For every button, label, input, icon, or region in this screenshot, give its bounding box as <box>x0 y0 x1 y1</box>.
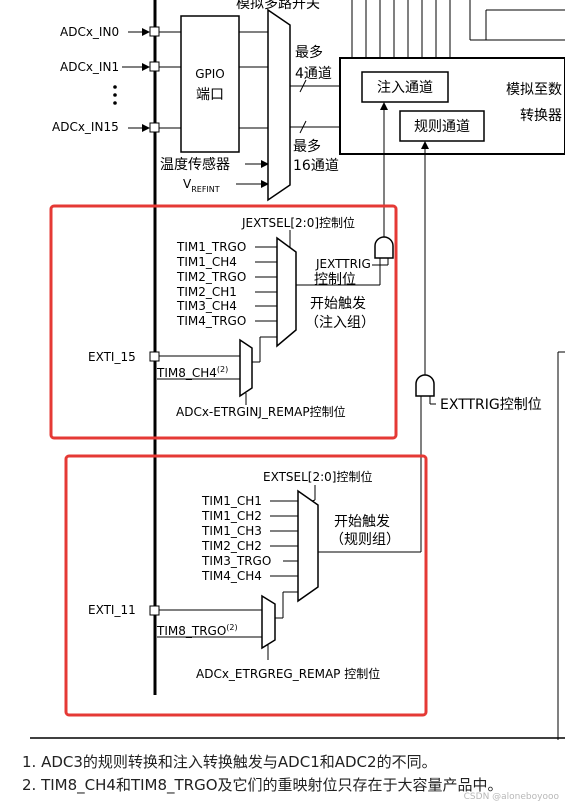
jexttrig-and-gate <box>374 236 394 259</box>
svg-text:ADCx_IN0: ADCx_IN0 <box>60 25 119 39</box>
analog-mux-shape <box>267 8 291 202</box>
jexttrig-label: JEXTTRIG <box>315 257 371 271</box>
injected-source-lines <box>255 246 277 362</box>
regular-max-label-1: 最多 <box>293 138 321 155</box>
gpio-port-label: 端口 <box>196 87 224 103</box>
svg-text:ADCx_IN1: ADCx_IN1 <box>60 60 119 74</box>
analog-input-in1: ADCx_IN1 <box>60 60 181 74</box>
analog-input-in0: ADCx_IN0 <box>60 25 181 39</box>
footnote-2: 2. TIM8_CH4和TIM8_TRGO及它们的重映射位只存在于大容量产品中。 <box>22 776 503 794</box>
analog-input-in15: ADCx_IN15 <box>52 120 181 134</box>
svg-text:ADCx_IN15: ADCx_IN15 <box>52 120 119 134</box>
adc-label-2: 转换器 <box>520 107 562 124</box>
etrginj-remap-label: ADCx-ETRGINJ_REMAP控制位 <box>176 404 346 419</box>
svg-text:TIM4_CH4: TIM4_CH4 <box>201 569 262 583</box>
exti15-label: EXTI_15 <box>88 350 136 364</box>
regular-highlight-box <box>64 454 428 717</box>
injected-highlight-box <box>49 204 398 440</box>
exti15-pin <box>149 351 160 362</box>
svg-text:TIM4_TRGO: TIM4_TRGO <box>176 314 246 328</box>
adc-label-1: 模拟至数 <box>506 82 562 98</box>
adc-trigger-diagram: 模拟多路开关 ADCx_IN0 ADCx_IN1 ADCx_IN15 GPIO … <box>30 0 565 740</box>
svg-text:TIM3_TRGO: TIM3_TRGO <box>201 554 271 568</box>
exttrig-and-gate <box>415 374 435 397</box>
svg-text:TIM1_TRGO: TIM1_TRGO <box>176 240 246 254</box>
extsel-label: EXTSEL[2:0]控制位 <box>263 469 372 484</box>
svg-text:TIM3_CH4: TIM3_CH4 <box>176 299 237 313</box>
regular-max-label-2: 16通道 <box>293 158 339 174</box>
svg-text:TIM2_CH2: TIM2_CH2 <box>201 539 262 553</box>
svg-text:TIM1_CH2: TIM1_CH2 <box>201 509 262 523</box>
vrefint-label: VREFINT <box>183 177 220 194</box>
regular-start-label: 开始触发 <box>334 514 390 530</box>
regular-channel-block <box>399 110 485 142</box>
exti11-pin <box>149 605 160 616</box>
exttrig-ctrl-label: EXTTRIG控制位 <box>440 397 542 413</box>
svg-text:TIM1_CH3: TIM1_CH3 <box>201 524 262 538</box>
injected-start-label: 开始触发 <box>310 296 366 312</box>
injected-channel-label: 注入通道 <box>377 80 433 96</box>
tim8-trgo-label: TIM8_TRGO(2) <box>156 623 238 638</box>
svg-text:TIM1_CH1: TIM1_CH1 <box>201 494 262 508</box>
footnote-1: 1. ADC3的规则转换和注入转换触发与ADC1和ADC2的不同。 <box>22 753 437 771</box>
etrginj-remap-mux <box>239 338 253 398</box>
injected-trigger-mux <box>276 236 297 348</box>
injected-sources: TIM1_TRGO TIM1_CH4 TIM2_TRGO TIM2_CH1 TI… <box>176 240 246 328</box>
regular-group-label: （规则组） <box>330 532 400 548</box>
jextsel-label: JEXTSEL[2:0]控制位 <box>241 215 355 230</box>
exti11-label: EXTI_11 <box>88 603 136 617</box>
injected-max-label-1: 最多 <box>295 44 323 61</box>
etrgreg-remap-mux <box>261 594 276 650</box>
ellipsis-dots <box>113 85 117 105</box>
etrgreg-remap-label: ADCx_ETRGREG_REMAP 控制位 <box>196 666 380 681</box>
regular-sources: TIM1_CH1 TIM1_CH2 TIM1_CH3 TIM2_CH2 TIM3… <box>201 494 271 583</box>
svg-text:TIM1_CH4: TIM1_CH4 <box>176 255 237 269</box>
adc-top-lines <box>351 0 565 58</box>
watermark: CSDN @aloneboyooo <box>463 792 559 802</box>
temp-sensor-label: 温度传感器 <box>160 156 230 173</box>
analog-mux-title: 模拟多路开关 <box>236 0 320 12</box>
svg-text:TIM2_CH1: TIM2_CH1 <box>176 285 237 299</box>
gpio-port-block <box>180 15 240 153</box>
tim8-ch4-label: TIM8_CH4(2) <box>156 365 228 380</box>
regular-channel-label: 规则通道 <box>414 119 470 135</box>
gpio-label: GPIO <box>195 67 225 81</box>
injected-group-label: （注入组） <box>305 315 375 331</box>
svg-text:TIM2_TRGO: TIM2_TRGO <box>176 270 246 284</box>
regular-source-lines <box>270 500 298 618</box>
injected-max-label-2: 4通道 <box>295 66 332 82</box>
injected-channel-block <box>361 71 449 103</box>
regular-trigger-mux <box>297 489 319 603</box>
jexttrig-ctrl-label: 控制位 <box>314 272 356 288</box>
